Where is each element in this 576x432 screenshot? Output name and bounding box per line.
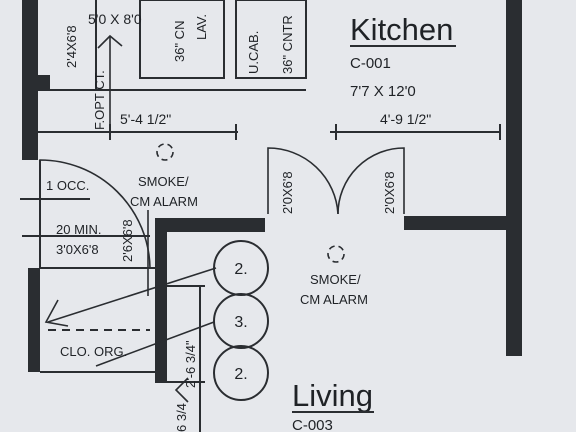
smoke-alarm-icon-upper	[156, 143, 174, 161]
label-lav: LAV.	[194, 14, 209, 40]
dim-bottom-left: 6 3/4	[174, 403, 189, 432]
closet-left-wall	[28, 268, 40, 372]
leader-1	[47, 267, 217, 323]
smoke-alarm-lower-line1: SMOKE/	[310, 272, 361, 287]
smoke-alarm-upper-line1: SMOKE/	[138, 174, 189, 189]
kitchen-room-name: Kitchen	[350, 12, 453, 47]
linework	[20, 0, 501, 432]
callout-bubble-2	[213, 293, 269, 349]
arrow-head-1	[44, 299, 69, 327]
door-tag-kitchen-right: 2'0X6'8	[382, 171, 397, 214]
callout-3-label: 2.	[234, 366, 247, 383]
door-swings	[39, 147, 405, 296]
door-tag-entry: 3'0X6'8	[56, 242, 99, 257]
living-room-name: Living	[292, 378, 373, 413]
dim-kitchen-right: 4'-9 1/2"	[380, 111, 431, 127]
kitchen-room-code: C-001	[350, 55, 391, 72]
kitchen-door-right-swing	[337, 147, 405, 215]
walls	[22, 0, 522, 383]
living-wall-left-stub	[155, 218, 265, 232]
living-room-code: C-003	[292, 417, 333, 432]
label-cabinet-top: 36" CN	[172, 21, 187, 62]
left-post	[38, 75, 50, 91]
living-wall-right-stub	[404, 216, 510, 230]
dim-closet-side: 2'-6 3/4"	[183, 340, 198, 388]
arrow-head-3	[174, 377, 189, 403]
label-ucab: U.CAB.	[246, 31, 261, 74]
closet-wall	[155, 218, 167, 383]
leader-2	[95, 321, 215, 367]
label-closet: CLO. ORG.	[60, 344, 127, 359]
door-tag-closet: 2'6X6'8	[120, 219, 135, 262]
label-fopt-ct: F.OPT CT.	[92, 70, 107, 130]
smoke-alarm-upper-line2: CM ALARM	[130, 194, 198, 209]
dim-top-left: 2'4X6'8	[64, 25, 79, 68]
entry-door-swing	[39, 159, 151, 269]
callout-bubble-3	[213, 345, 269, 401]
dim-left-run: 5'-4 1/2"	[120, 111, 171, 127]
left-wall-upper	[22, 0, 38, 160]
callout-bubbles	[213, 240, 269, 401]
dim-top-width: 5'0 X 8'0	[88, 11, 142, 27]
door-tag-kitchen-left: 2'0X6'8	[280, 171, 295, 214]
leaders	[44, 34, 217, 403]
label-cntr: 36" CNTR	[280, 15, 295, 74]
right-wall	[506, 0, 522, 356]
kitchen-door-left-swing	[267, 147, 339, 215]
label-fire-rating: 20 MIN.	[56, 222, 102, 237]
smoke-alarm-lower-line2: CM ALARM	[300, 292, 368, 307]
smoke-alarm-icon-lower	[327, 245, 345, 263]
counter-box	[235, 0, 307, 79]
callout-1-label: 2.	[234, 261, 247, 278]
lav-box	[139, 0, 225, 79]
label-occupancy: 1 OCC.	[46, 178, 89, 193]
callout-2-label: 3.	[234, 314, 247, 331]
kitchen-room-size: 7'7 X 12'0	[350, 83, 416, 100]
